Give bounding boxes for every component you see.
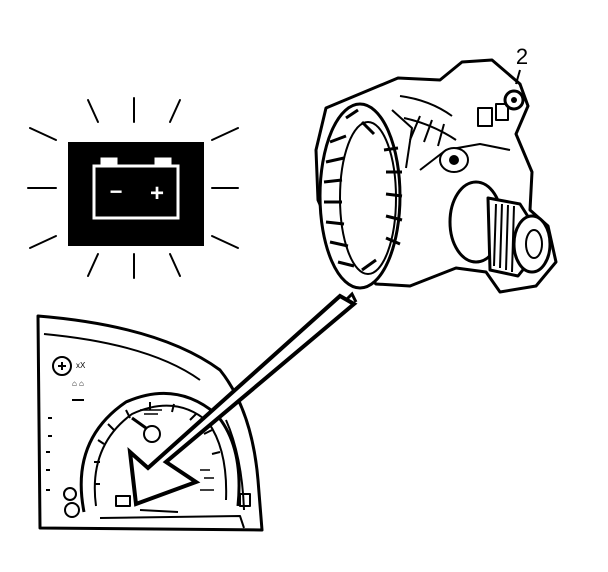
lamp-rays [27,97,239,279]
battery-icon [92,157,180,220]
alternator [314,58,558,294]
trip-reset-knob [63,487,77,501]
callout-leader [515,69,521,85]
mode-knob [64,502,80,518]
cluster-lamp-window [115,495,131,507]
lamp-background [68,142,204,246]
battery-minus-label: − [110,179,123,204]
indicator-legend-1: xX [76,361,86,370]
pointer-arrow [127,291,358,507]
battery-plus-label: + [150,180,164,207]
alternator-front-rim [318,102,402,290]
main-gauge [79,391,241,513]
instrument-cluster: xX ⌂ ⌂ [36,314,264,532]
battery-warning-lamp: − + [27,97,239,279]
gauge-ticks [94,402,221,485]
cluster-right-switch [239,493,251,507]
indicator-lamp-icon [52,356,72,376]
indicator-legend-2: ⌂ ⌂ [72,379,84,388]
callout-number: 2 [516,44,528,69]
cluster-panel [36,314,264,532]
alternator-cooling-slots [323,108,403,272]
left-indicators: xX ⌂ ⌂ [46,356,86,518]
gauge-markings [140,409,214,491]
alternator-pulley [486,196,552,278]
alternator-ribs [391,95,511,171]
alternator-terminal [477,107,493,127]
gauge-needle [131,416,161,443]
